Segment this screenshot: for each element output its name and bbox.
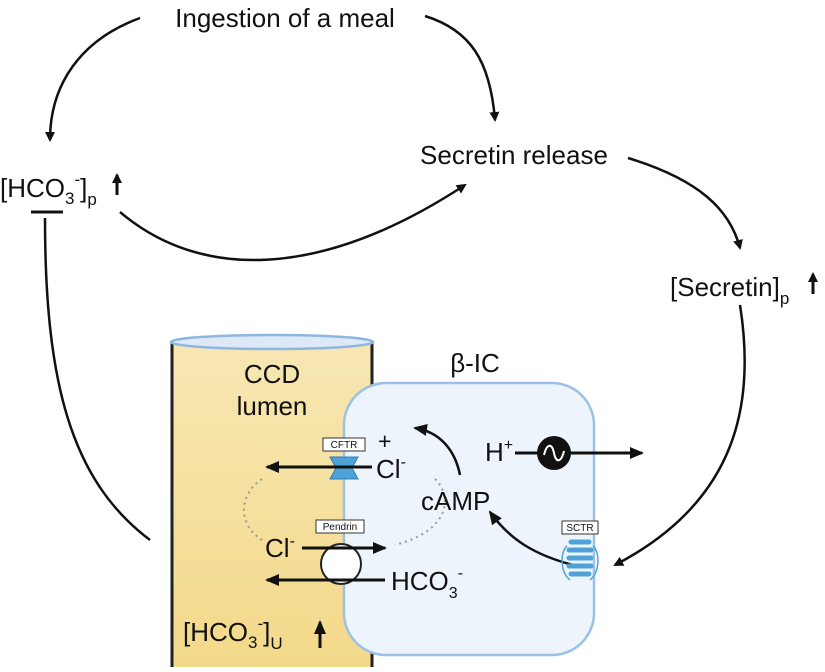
sctr-loops	[561, 545, 599, 581]
pendrin-circle	[320, 543, 362, 585]
plasma-bicarbonate-label: [HCO3-]p	[0, 170, 97, 209]
pendrin-tag: Pendrin	[323, 522, 357, 533]
feedback-loop	[43, 14, 746, 567]
secretin-release-label: Secretin release	[420, 140, 608, 170]
ingestion-to-secretin-release-arrow	[424, 14, 500, 122]
ingestion-to-plasma-bicarbonate-arrow	[45, 16, 141, 142]
plasma-secretin-to-sctr-arrow	[613, 304, 746, 567]
bicarbonate-cell-label: HCO3-	[391, 565, 463, 602]
camp-to-cftr-arrow	[413, 423, 462, 476]
proton-pump-wave-icon	[543, 444, 565, 462]
lumen-label-line1: CCD	[244, 359, 300, 389]
pendrin-tag-box	[315, 519, 365, 534]
secretin-release-to-plasma-secretin-arrow	[627, 156, 743, 250]
cftr-tag: CFTR	[331, 440, 358, 451]
dotted-coupling-right	[394, 478, 446, 546]
proton-label: H+	[485, 437, 513, 467]
chloride-lumen-label: Cl-	[265, 533, 295, 563]
urine-bicarbonate-inhibition-path	[43, 217, 151, 541]
chloride-cell-label: Cl-	[376, 454, 406, 484]
cftr-activation-plus: +	[378, 428, 391, 454]
sctr-helices	[566, 539, 594, 577]
sctr-receptor: SCTR	[561, 520, 599, 581]
beta-ic-label: β-IC	[450, 348, 500, 378]
sctr-tag: SCTR	[566, 523, 593, 534]
lumen-body	[172, 342, 372, 667]
ingestion-label: Ingestion of a meal	[175, 3, 395, 33]
lumen-opening	[169, 333, 375, 351]
ccd-lumen-tube	[169, 333, 375, 667]
urine-bicarbonate-label: [HCO3-]U	[183, 614, 283, 653]
plasma-bicarbonate-to-secretin-release-arrow	[119, 183, 467, 262]
cftr-tag-box	[322, 437, 366, 452]
lumen-label-line2: lumen	[237, 391, 308, 421]
beta-ic-cell	[342, 381, 596, 657]
camp-label: cAMP	[421, 486, 490, 516]
plasma-secretin-label: [Secretin]p	[670, 272, 789, 308]
pendrin-exchanger: Pendrin	[315, 519, 365, 585]
sctr-tag-box	[561, 520, 599, 535]
dotted-coupling-left	[243, 478, 263, 541]
